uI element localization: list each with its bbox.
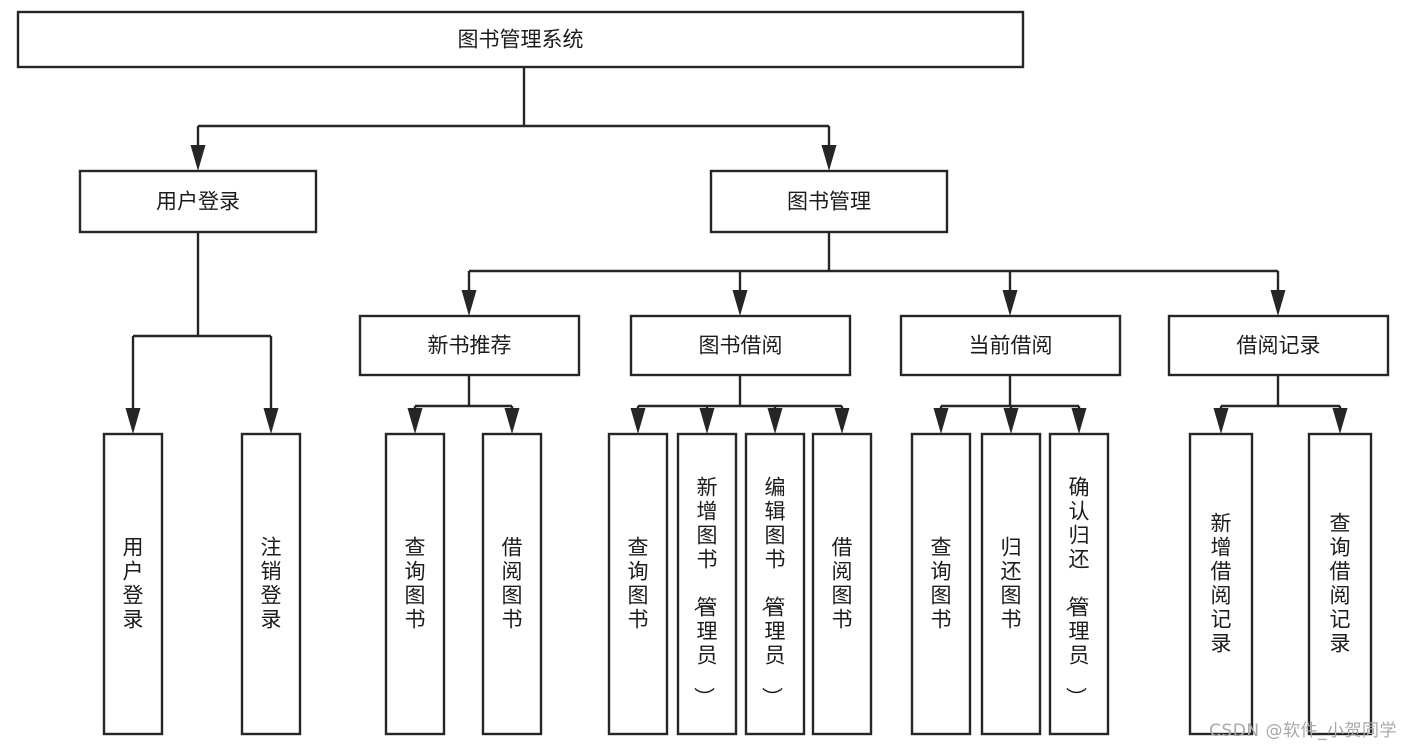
node-box[interactable] [384, 432, 446, 736]
connector-group [407, 375, 520, 434]
node-label: 图书管理 [787, 190, 871, 214]
node-label: 借阅记录 [1237, 334, 1321, 358]
node-label: 查询图书 [931, 536, 952, 632]
node-box[interactable] [102, 432, 164, 736]
arrow-head-icon [630, 408, 646, 434]
arrow-head-icon [407, 408, 423, 434]
node-leaf-query-record[interactable]: 查询借阅记录 [1307, 432, 1373, 736]
arrow-head-icon [190, 145, 206, 171]
node-leaf-add-book[interactable]: 新增图书（管理员） [676, 432, 738, 736]
node-label: 确认归还（管理员） [1064, 476, 1090, 708]
node-box[interactable] [899, 314, 1122, 377]
node-label: 查询图书 [405, 536, 426, 632]
node-leaf-confirm-return[interactable]: 确认归还（管理员） [1048, 432, 1110, 736]
arrow-head-icon [1332, 408, 1348, 434]
node-box[interactable] [676, 432, 738, 736]
node-leaf-borrow-book-2[interactable]: 借阅图书 [811, 432, 873, 736]
node-new-book-recommend[interactable]: 新书推荐 [358, 314, 581, 377]
node-label: 用户登录 [156, 190, 240, 214]
arrow-head-icon [504, 408, 520, 434]
node-label: 图书管理系统 [458, 28, 584, 52]
node-leaf-query-book-3[interactable]: 查询图书 [910, 432, 972, 736]
node-box[interactable] [910, 432, 972, 736]
node-label: 图书借阅 [699, 334, 783, 358]
connector-group [125, 232, 279, 434]
arrow-head-icon [461, 290, 477, 316]
node-box[interactable] [1048, 432, 1110, 736]
node-label: 新增借阅记录 [1211, 512, 1232, 656]
node-leaf-return-book[interactable]: 归还图书 [980, 432, 1042, 736]
node-box[interactable] [1167, 314, 1390, 377]
node-label: 查询图书 [628, 536, 649, 632]
node-leaf-query-book-2[interactable]: 查询图书 [607, 432, 669, 736]
arrow-head-icon [821, 145, 837, 171]
node-leaf-query-book-1[interactable]: 查询图书 [384, 432, 446, 736]
node-box[interactable] [481, 432, 543, 736]
node-label: 归还图书 [1001, 536, 1022, 632]
node-leaf-add-record[interactable]: 新增借阅记录 [1188, 432, 1254, 736]
node-leaf-edit-book[interactable]: 编辑图书（管理员） [744, 432, 806, 736]
node-label: 编辑图书（管理员） [760, 476, 786, 708]
connector-group [933, 375, 1087, 434]
node-leaf-borrow-book-1[interactable]: 借阅图书 [481, 432, 543, 736]
node-leaf-user-logout[interactable]: 注销登录 [240, 432, 302, 736]
arrow-head-icon [732, 290, 748, 316]
node-label: 新增图书（管理员） [692, 476, 718, 708]
node-box[interactable] [78, 169, 318, 234]
connector-group [630, 375, 850, 434]
connector-layer [125, 67, 1348, 434]
arrow-head-icon [1002, 290, 1018, 316]
node-label: 借阅图书 [502, 536, 523, 632]
node-box[interactable] [358, 314, 581, 377]
arrow-head-icon [263, 408, 279, 434]
arrow-head-icon [1003, 408, 1019, 434]
node-box[interactable] [811, 432, 873, 736]
connector-group [190, 67, 837, 171]
arrow-head-icon [699, 408, 715, 434]
connector-group [1213, 375, 1348, 434]
node-box[interactable] [1307, 432, 1373, 736]
arrow-head-icon [1213, 408, 1229, 434]
node-layer: 图书管理系统用户登录图书管理新书推荐图书借阅当前借阅借阅记录用户登录注销登录查询… [16, 10, 1390, 736]
arrow-head-icon [834, 408, 850, 434]
arrow-head-icon [125, 408, 141, 434]
node-label: 注销登录 [261, 536, 282, 632]
node-label: 当前借阅 [969, 334, 1053, 358]
node-label: 新书推荐 [428, 334, 512, 358]
node-box[interactable] [629, 314, 852, 377]
node-book-manage[interactable]: 图书管理 [709, 169, 949, 234]
node-label: 查询借阅记录 [1330, 512, 1351, 656]
node-root[interactable]: 图书管理系统 [16, 10, 1025, 69]
node-box[interactable] [607, 432, 669, 736]
node-current-borrow[interactable]: 当前借阅 [899, 314, 1122, 377]
arrow-head-icon [767, 408, 783, 434]
node-label: 借阅图书 [832, 536, 853, 632]
node-leaf-user-login[interactable]: 用户登录 [102, 432, 164, 736]
arrow-head-icon [933, 408, 949, 434]
node-user-login[interactable]: 用户登录 [78, 169, 318, 234]
node-box[interactable] [744, 432, 806, 736]
arrow-head-icon [1071, 408, 1087, 434]
node-box[interactable] [1188, 432, 1254, 736]
node-book-borrow[interactable]: 图书借阅 [629, 314, 852, 377]
node-box[interactable] [709, 169, 949, 234]
node-borrow-record[interactable]: 借阅记录 [1167, 314, 1390, 377]
node-box[interactable] [240, 432, 302, 736]
node-box[interactable] [16, 10, 1025, 69]
connector-group [461, 232, 1286, 316]
node-box[interactable] [980, 432, 1042, 736]
arrow-head-icon [1270, 290, 1286, 316]
node-label: 用户登录 [123, 536, 144, 632]
